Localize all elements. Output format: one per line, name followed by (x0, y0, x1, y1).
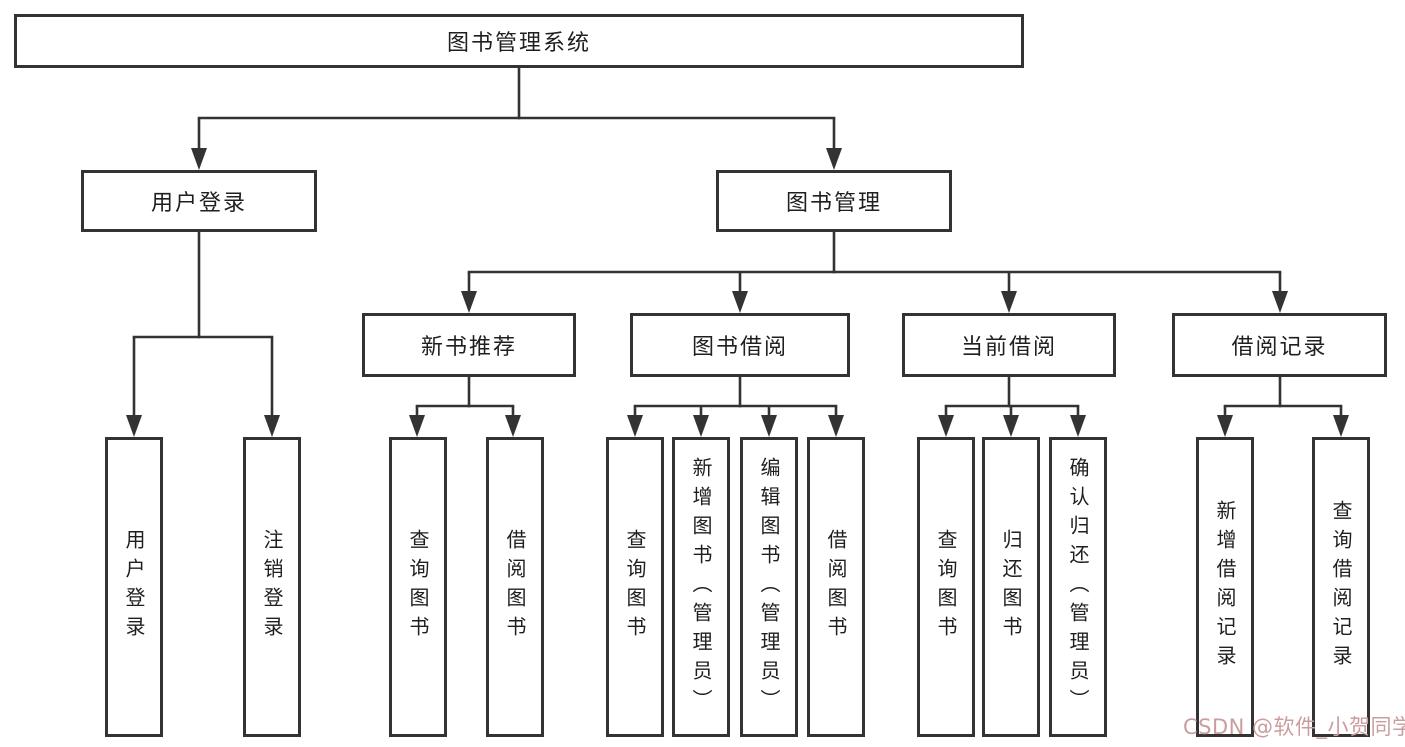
node-book-borrowing: 图书借阅 (630, 313, 850, 377)
node-bb-borrow-books: 借阅图书 (807, 437, 865, 737)
node-nbrec-borrow-books: 借阅图书 (486, 437, 544, 737)
connector-root-to-children (191, 68, 842, 170)
csdn-watermark: CSDN @软件_小贺同学 (1183, 715, 1405, 739)
node-nbrec-query-books: 查询图书 (389, 437, 447, 737)
connector-borrowrecords-to-children (1217, 377, 1349, 437)
connector-currentborrow-to-children (938, 377, 1086, 437)
connector-newbookrec-to-children (409, 377, 521, 437)
node-book-management: 图书管理 (716, 170, 952, 232)
node-borrowing-records: 借阅记录 (1172, 313, 1387, 377)
node-user-login-branch: 用户登录 (81, 170, 317, 232)
node-cb-return-books: 归还图书 (982, 437, 1040, 737)
node-bb-query-books: 查询图书 (606, 437, 664, 737)
node-br-add-record: 新增借阅记录 (1196, 437, 1254, 737)
node-br-query-record: 查询借阅记录 (1312, 437, 1370, 737)
connector-bookborrow-to-children (627, 377, 844, 437)
node-bb-add-books-admin: 新增图书（管理员） (672, 437, 730, 737)
node-current-borrowing: 当前借阅 (902, 313, 1116, 377)
connector-userlogin-to-children (126, 232, 280, 437)
node-new-book-recommend: 新书推荐 (362, 313, 576, 377)
node-logout: 注销登录 (243, 437, 301, 737)
node-cb-confirm-return-admin: 确认归还（管理员） (1049, 437, 1107, 737)
node-user-login: 用户登录 (105, 437, 163, 737)
connector-bookmgmt-to-children (461, 232, 1288, 313)
node-system-root: 图书管理系统 (14, 14, 1024, 68)
node-cb-query-books: 查询图书 (917, 437, 975, 737)
node-bb-edit-books-admin: 编辑图书（管理员） (740, 437, 798, 737)
